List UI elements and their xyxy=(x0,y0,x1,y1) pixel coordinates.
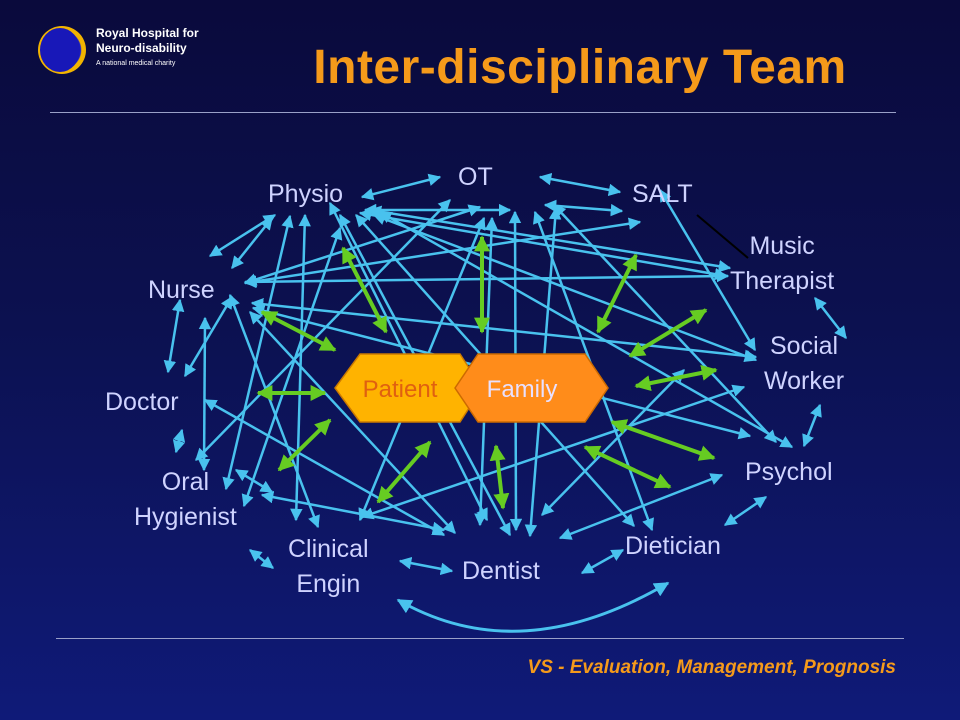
blue-link-arrow xyxy=(243,269,730,289)
blue-link-arrow xyxy=(360,173,442,201)
node-ot: OT xyxy=(458,163,493,191)
blue-link-arrow xyxy=(580,548,625,575)
node-nurse: Nurse xyxy=(148,276,215,304)
node-dentist: Dentist xyxy=(462,557,540,585)
blue-link-arrow xyxy=(243,204,482,286)
green-center-arrow xyxy=(260,310,337,352)
blue-link-arrow xyxy=(231,217,273,269)
node-physio: Physio xyxy=(268,180,344,208)
node-clinical-engin: Clinical Engin xyxy=(288,535,369,598)
logo-tagline: A national medical charity xyxy=(96,60,176,67)
node-psychol: Psychol xyxy=(745,458,833,486)
blue-link-arrow xyxy=(172,428,186,454)
blue-link-arrow xyxy=(290,213,311,522)
node-social-worker: Social Worker xyxy=(764,332,845,395)
family-label: Family xyxy=(487,376,558,403)
node-oral-hygienist: Oral Hygienist xyxy=(134,468,237,531)
blue-link-arrow xyxy=(260,490,446,535)
green-link-arrows xyxy=(256,235,718,510)
green-center-arrow xyxy=(596,253,638,334)
green-center-arrow xyxy=(277,418,332,472)
patient-label: Patient xyxy=(363,376,438,403)
blue-link-arrow xyxy=(802,403,822,448)
green-center-arrow xyxy=(634,364,718,392)
green-center-arrow xyxy=(489,444,510,510)
salt-music-connector xyxy=(696,214,749,259)
blue-link-arrow xyxy=(814,297,847,339)
slide-title: Inter-disciplinary Team xyxy=(313,41,847,94)
node-doctor: Doctor xyxy=(105,388,179,416)
blue-link-arrow xyxy=(163,298,185,374)
family-hexagon xyxy=(454,353,609,423)
node-salt: SALT xyxy=(632,180,693,208)
bottom-divider xyxy=(56,638,904,639)
blue-link-arrow xyxy=(398,556,454,576)
green-center-arrow xyxy=(583,445,672,489)
node-dietician: Dietician xyxy=(625,532,721,560)
curved-link-arrow xyxy=(396,581,670,633)
blue-link-arrow xyxy=(249,549,274,569)
blue-link-arrow xyxy=(658,188,757,352)
blue-link-arrow xyxy=(183,295,234,378)
blue-link-arrow xyxy=(208,213,277,258)
blue-link-arrow xyxy=(358,208,728,281)
blue-link-arrow xyxy=(538,172,622,197)
node-music-therapist: Music Therapist xyxy=(730,232,835,295)
blue-link-arrow xyxy=(222,214,294,491)
top-divider xyxy=(50,112,896,113)
green-center-arrow xyxy=(376,440,432,504)
green-center-arrow xyxy=(628,308,708,358)
logo-name: Royal Hospital for Neuro-disability xyxy=(96,26,199,55)
hospital-logo: Royal Hospital for Neuro-disability A na… xyxy=(38,24,213,78)
moon-logo-icon xyxy=(40,28,80,72)
blue-link-arrow xyxy=(723,495,768,527)
blue-link-arrow xyxy=(372,213,758,362)
green-center-arrow xyxy=(341,246,388,334)
footer-text: VS - Evaluation, Management, Prognosis xyxy=(527,657,896,678)
green-center-arrow xyxy=(610,419,716,461)
